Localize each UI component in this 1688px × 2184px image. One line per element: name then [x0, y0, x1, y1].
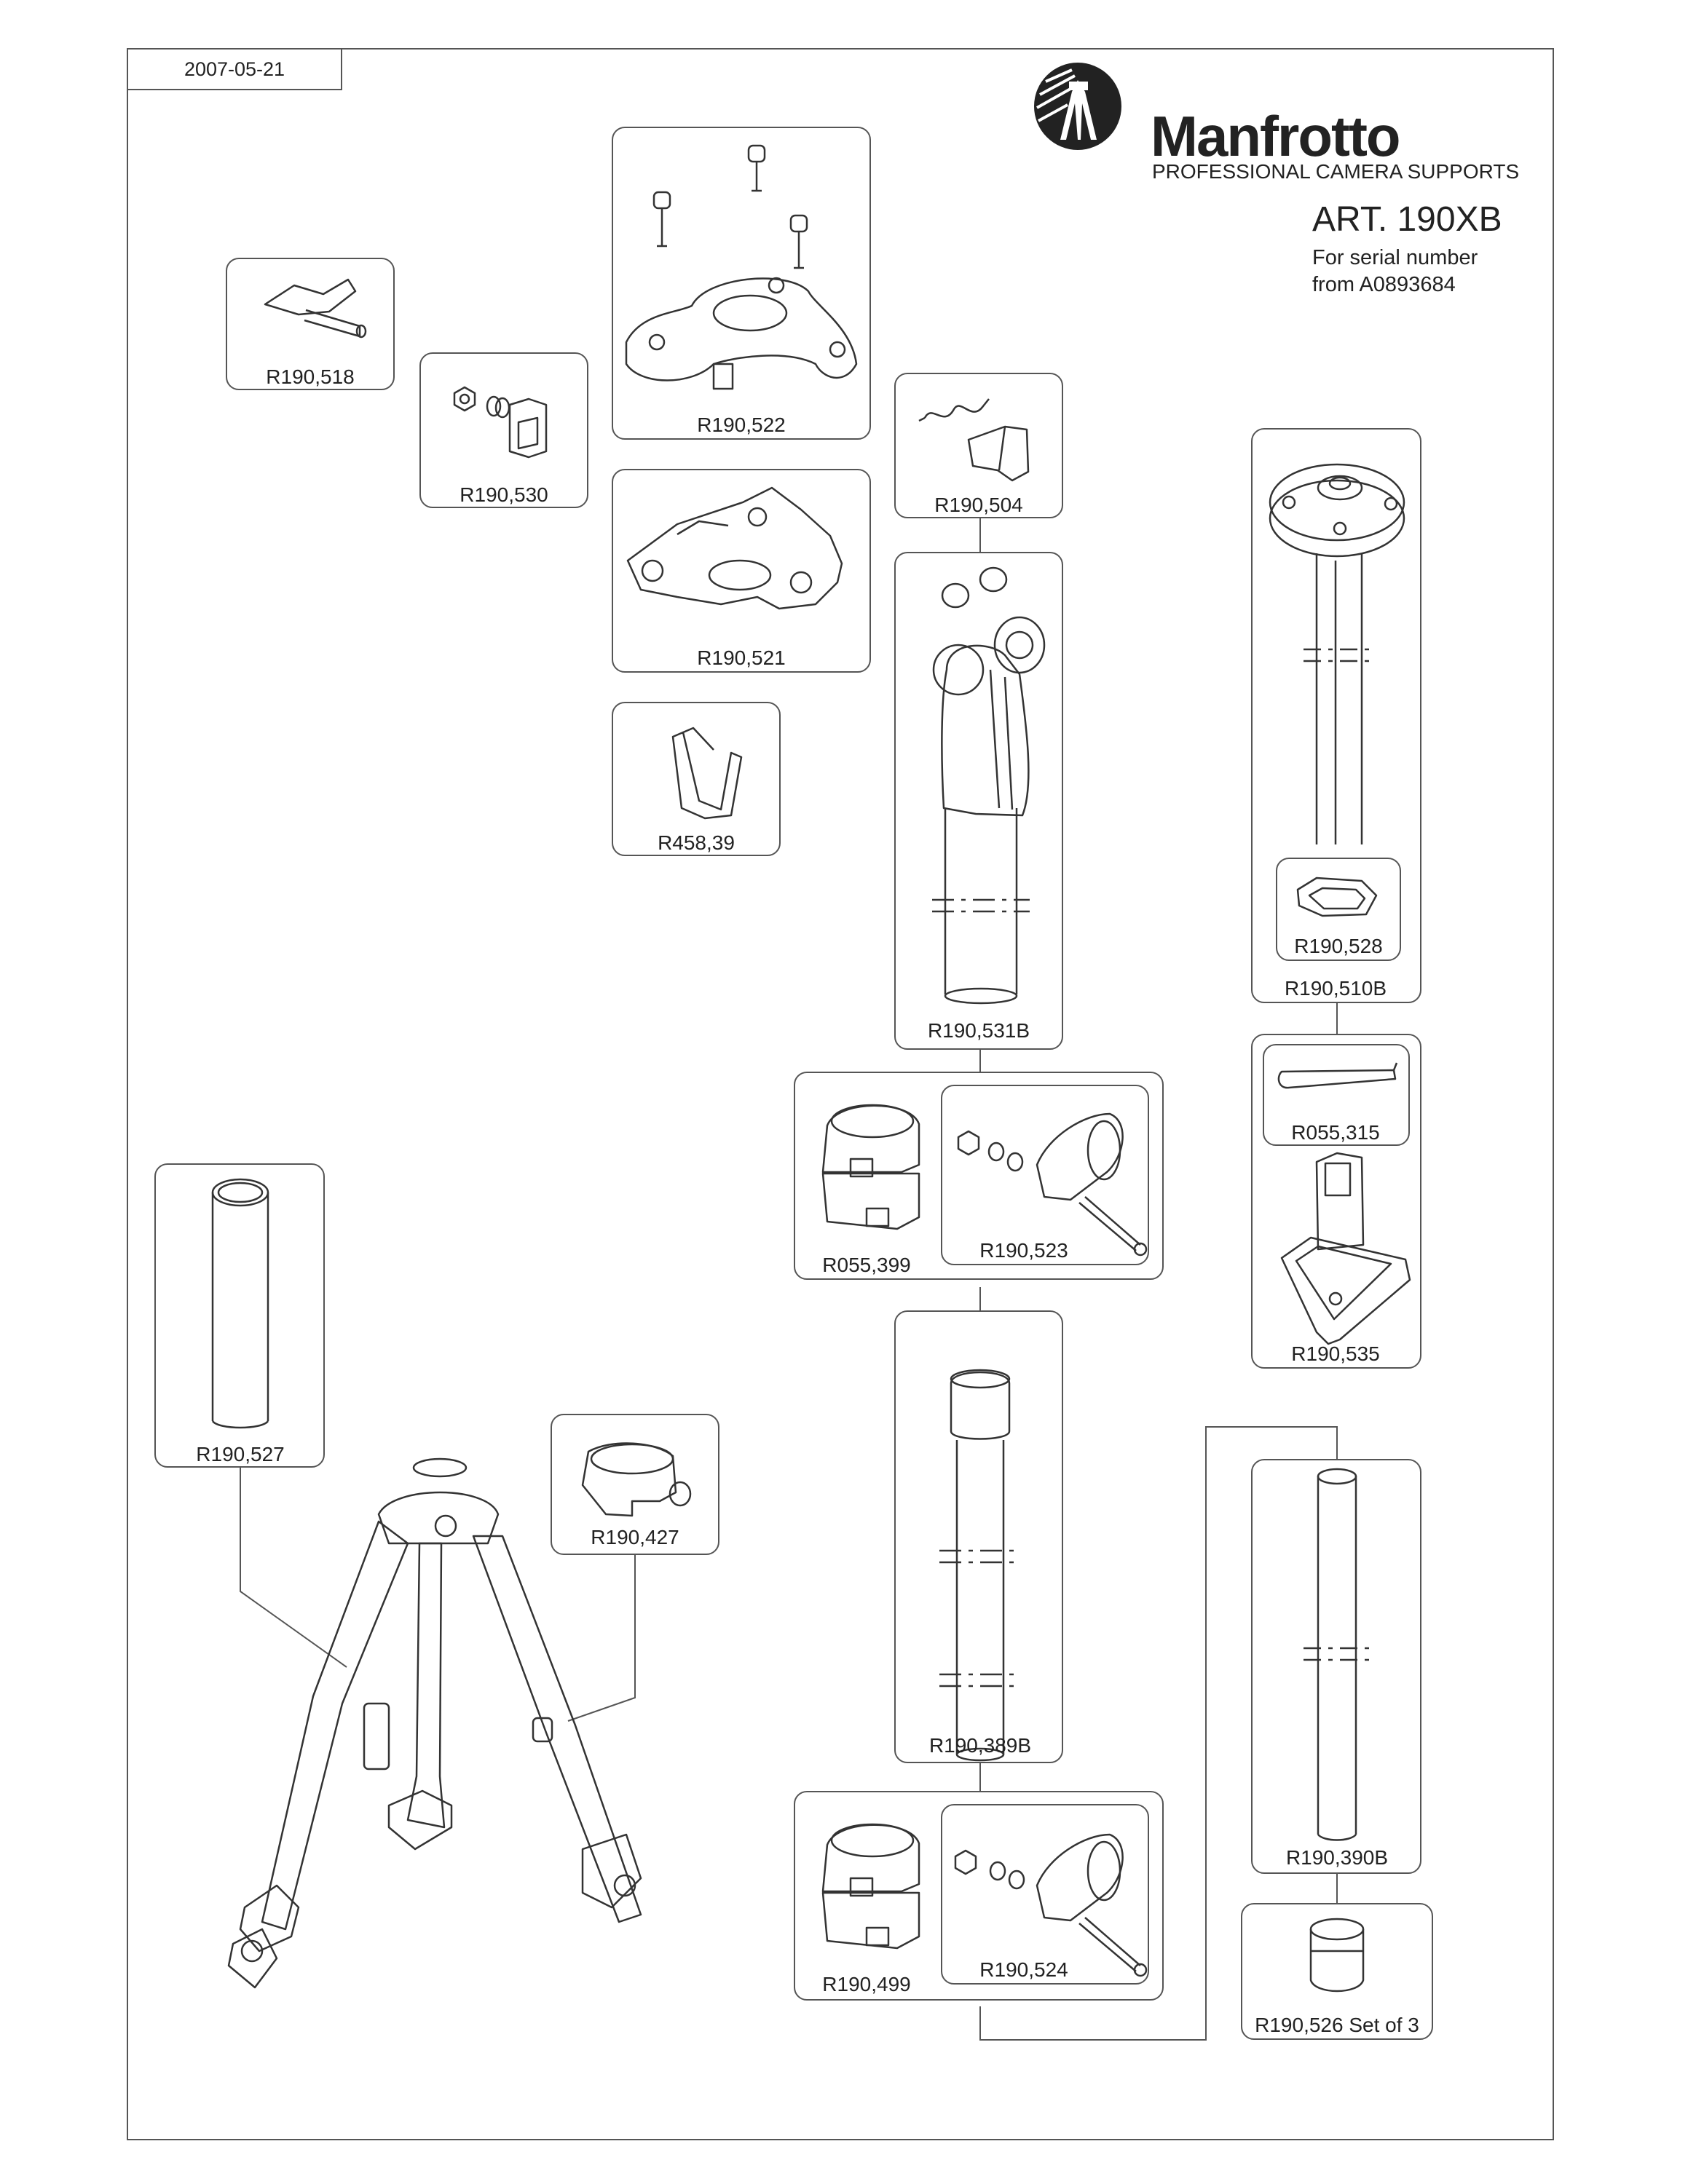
lock-assembly-530-icon: [453, 386, 548, 459]
top-casting-522-icon: [625, 144, 858, 390]
part-box-r190-530: [419, 352, 588, 508]
knob-518-icon: [264, 278, 367, 339]
part-box-r190-522: [612, 127, 871, 440]
ring-528-icon: [1296, 877, 1378, 917]
part-box-r190-523: [941, 1085, 1149, 1265]
part-label-r190-527: R190,527: [196, 1443, 285, 1465]
part-label-r190-521: R190,521: [697, 646, 786, 669]
part-label-r190-499: R190,499: [822, 1973, 911, 1995]
leg-lever-524-icon: [954, 1833, 1148, 1977]
latch-504-icon: [918, 398, 1030, 482]
clamp-427-icon: [581, 1442, 692, 1517]
rubber-foot-526-icon: [1309, 1918, 1365, 1993]
part-box-r190-527: [154, 1163, 325, 1468]
bottom-casting-521-icon: [626, 486, 843, 610]
hex-key-315-icon: [1277, 1062, 1398, 1089]
leg-lever-523-icon: [957, 1112, 1148, 1257]
part-box-r190-389b: [894, 1310, 1063, 1763]
serial-line-2: from A0893684: [1312, 273, 1456, 296]
part-label-r190-526: R190,526 Set of 3: [1255, 2014, 1419, 2036]
part-label-r190-522: R190,522: [697, 414, 786, 436]
part-label-r190-530: R190,530: [460, 483, 548, 506]
part-box-r190-518: [226, 258, 395, 390]
leg-531b-icon: [932, 566, 1046, 1005]
part-label-r190-504: R190,504: [934, 494, 1023, 516]
part-box-r190-504: [894, 373, 1063, 518]
base-hook-535-icon: [1280, 1152, 1411, 1345]
part-box-r190-390b: [1251, 1459, 1421, 1874]
part-label-r190-427: R190,427: [591, 1526, 679, 1548]
part-label-r190-528: R190,528: [1294, 935, 1383, 957]
part-label-r190-523: R190,523: [979, 1239, 1068, 1262]
part-label-r190-510b: R190,510B: [1284, 977, 1387, 1000]
article-number: ART. 190XB: [1312, 200, 1502, 239]
part-label-r190-390b: R190,390B: [1285, 1846, 1389, 1869]
part-label-r458-39: R458,39: [658, 831, 735, 854]
center-column-510b-icon: [1269, 463, 1405, 844]
part-box-r055-315: [1263, 1044, 1410, 1146]
leg-clamp-499-icon: [821, 1823, 920, 1950]
part-label-r190-535: R190,535: [1291, 1342, 1380, 1365]
serial-info: For serial number from A0893684: [1312, 245, 1478, 298]
part-box-r190-531b: [894, 552, 1063, 1050]
part-label-r190-518: R190,518: [266, 365, 355, 388]
part-box-r190-427: [551, 1414, 719, 1555]
leg-390b-icon: [1304, 1468, 1370, 1841]
part-label-r055-399: R055,399: [822, 1254, 911, 1276]
part-label-r190-389b: R190,389B: [928, 1734, 1032, 1757]
stirrup-458-icon: [671, 727, 743, 820]
drawing-frame: [127, 48, 1554, 2140]
leg-clamp-399-icon: [821, 1104, 920, 1230]
part-label-r190-524: R190,524: [979, 1958, 1068, 1981]
brand-name: Manfrotto: [1151, 104, 1401, 168]
leg-389b-icon: [939, 1369, 1021, 1762]
tripod-icon: [227, 1457, 642, 1989]
serial-line-1: For serial number: [1312, 246, 1478, 269]
manfrotto-logo-icon: [1034, 63, 1121, 150]
revision-date: 2007-05-21: [127, 48, 342, 90]
part-box-r190-526: [1241, 1903, 1433, 2040]
brand-tagline: PROFESSIONAL CAMERA SUPPORTS: [1152, 160, 1520, 183]
part-label-r190-531b: R190,531B: [927, 1019, 1030, 1042]
part-box-r458-39: [612, 702, 781, 856]
part-label-r055-315: R055,315: [1291, 1121, 1380, 1144]
tube-527-icon: [211, 1178, 269, 1429]
